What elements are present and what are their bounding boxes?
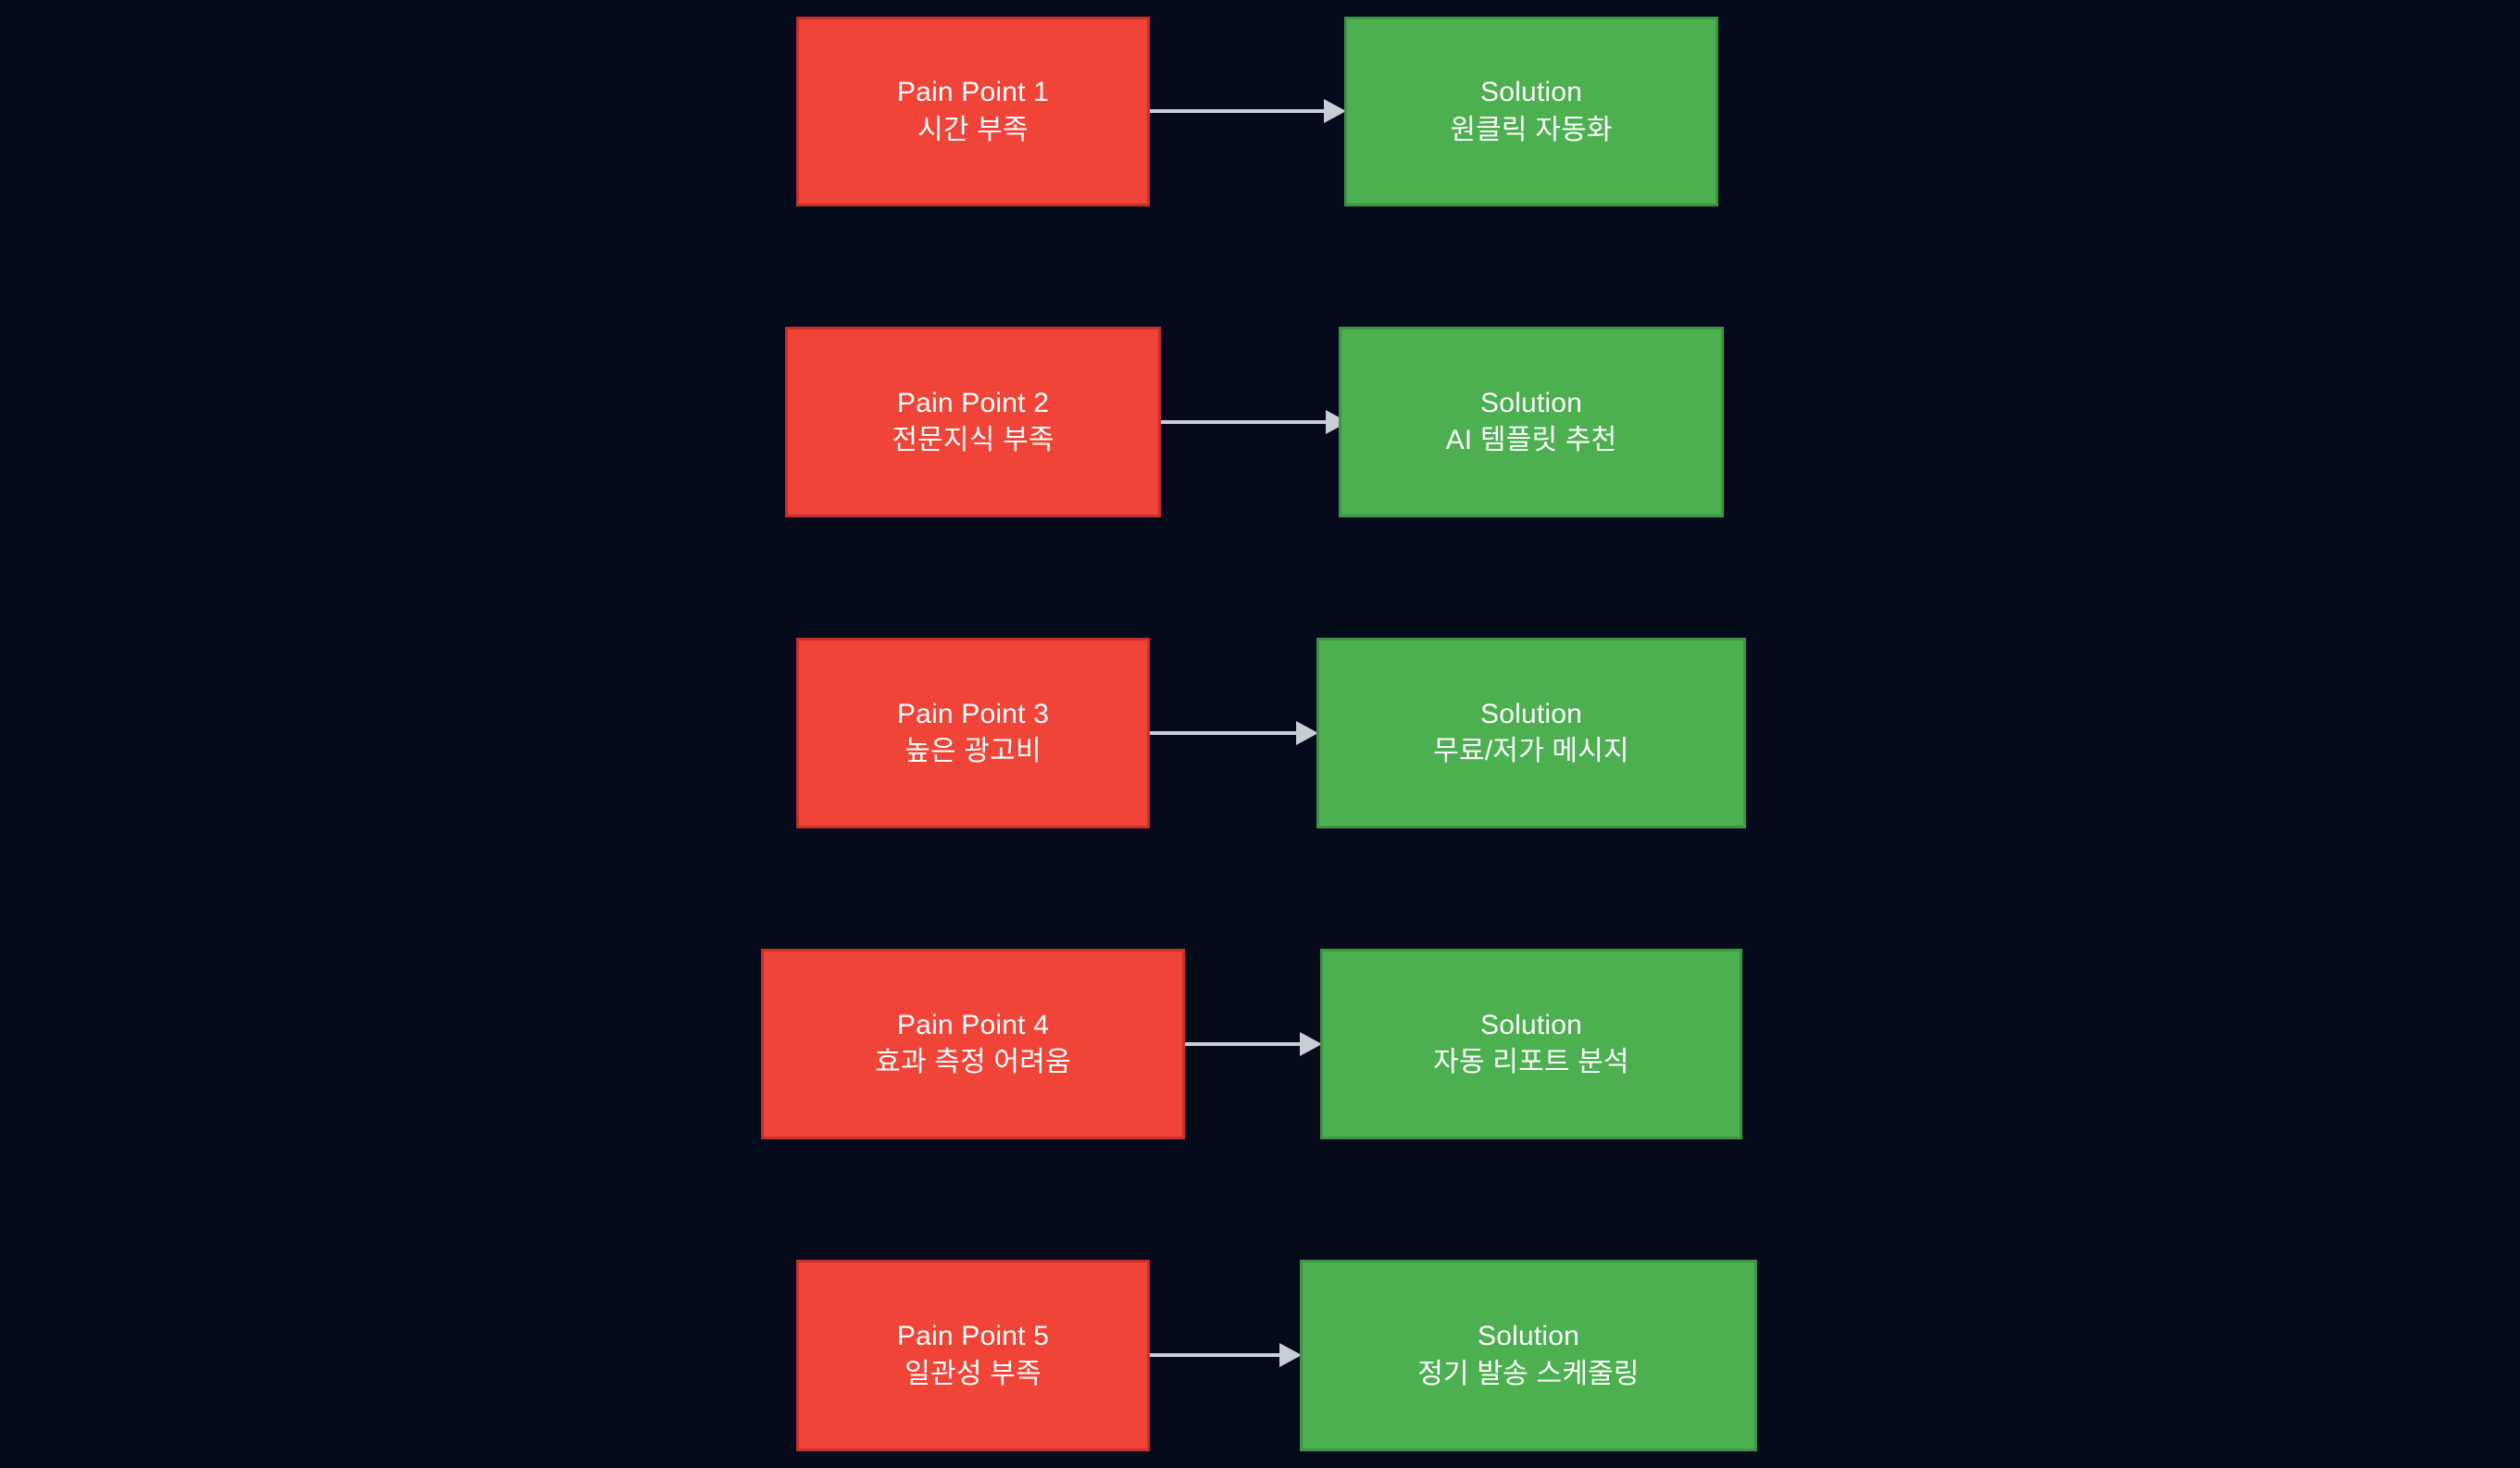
solution-node-1[interactable]: Solution 원클릭 자동화 bbox=[1344, 17, 1718, 206]
solution-node-4[interactable]: Solution 자동 리포트 분석 bbox=[1320, 949, 1742, 1139]
pain-point-node-2[interactable]: Pain Point 2 전문지식 부족 bbox=[785, 327, 1161, 517]
flow-arrow-3 bbox=[1150, 715, 1318, 752]
solution-detail-3: 무료/저가 메시지 bbox=[1433, 736, 1629, 766]
pain-point-node-4[interactable]: Pain Point 4 효과 측정 어려움 bbox=[761, 949, 1185, 1139]
pain-point-detail-1: 시간 부족 bbox=[917, 114, 1029, 145]
solution-detail-5: 정기 발송 스케줄링 bbox=[1417, 1358, 1640, 1389]
flow-arrow-5 bbox=[1150, 1337, 1302, 1374]
pain-point-title-2: Pain Point 2 bbox=[896, 387, 1050, 418]
pain-point-detail-3: 높은 광고비 bbox=[904, 736, 1042, 766]
solution-title-3: Solution bbox=[1479, 698, 1582, 729]
pain-point-title-1: Pain Point 1 bbox=[896, 77, 1050, 108]
solution-node-2[interactable]: Solution AI 템플릿 추천 bbox=[1339, 327, 1724, 517]
pain-point-node-1[interactable]: Pain Point 1 시간 부족 bbox=[796, 17, 1150, 206]
solution-title-5: Solution bbox=[1477, 1321, 1579, 1352]
flow-arrow-2 bbox=[1161, 404, 1348, 441]
pain-point-title-4: Pain Point 4 bbox=[896, 1009, 1050, 1040]
solution-title-1: Solution bbox=[1479, 77, 1582, 108]
solution-node-5[interactable]: Solution 정기 발송 스케줄링 bbox=[1300, 1260, 1757, 1451]
solution-title-4: Solution bbox=[1479, 1009, 1582, 1040]
solution-detail-2: AI 템플릿 추천 bbox=[1445, 425, 1617, 455]
pain-point-detail-4: 효과 측정 어려움 bbox=[875, 1047, 1071, 1077]
flow-arrow-1 bbox=[1150, 93, 1346, 130]
pain-point-node-5[interactable]: Pain Point 5 일관성 부족 bbox=[796, 1260, 1150, 1451]
solution-title-2: Solution bbox=[1479, 387, 1582, 418]
solution-detail-1: 원클릭 자동화 bbox=[1450, 114, 1613, 145]
pain-point-node-3[interactable]: Pain Point 3 높은 광고비 bbox=[796, 638, 1150, 828]
solution-detail-4: 자동 리포트 분석 bbox=[1433, 1047, 1629, 1077]
solution-node-3[interactable]: Solution 무료/저가 메시지 bbox=[1316, 638, 1746, 828]
flow-arrow-4 bbox=[1185, 1026, 1322, 1063]
pain-point-detail-2: 전문지식 부족 bbox=[892, 425, 1054, 455]
pain-point-title-5: Pain Point 5 bbox=[896, 1321, 1050, 1352]
pain-point-title-3: Pain Point 3 bbox=[896, 698, 1050, 729]
pain-point-detail-5: 일관성 부족 bbox=[904, 1358, 1042, 1389]
